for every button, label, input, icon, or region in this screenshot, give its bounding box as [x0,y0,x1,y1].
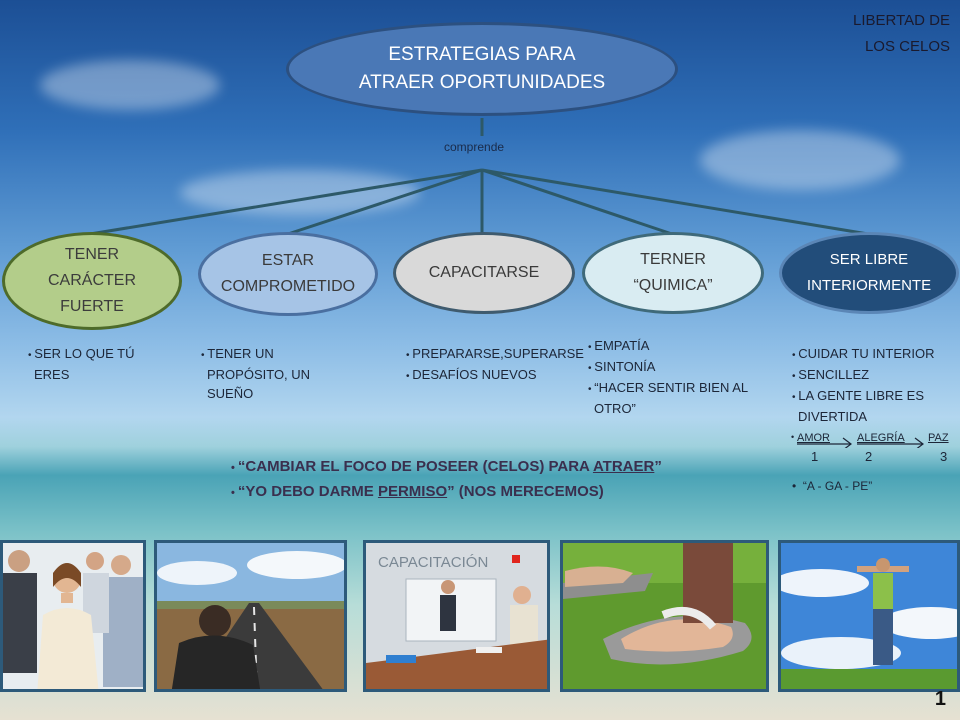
bullet-item: PREPARARSE,SUPERARSE [406,344,586,365]
sequence-number: 3 [940,449,948,464]
bullet-item: CUIDAR TU INTERIOR [792,344,956,365]
node-label: ESTAR COMPROMETIDO [220,252,356,295]
connector-4 [481,168,673,236]
quote-2: “YO DEBO DARME PERMISO” (NOS MERECEMOS) [231,480,662,505]
arrow-head-icon [842,437,852,448]
node-capacitarse: CAPACITARSE [393,232,575,314]
bullets-quimica: EMPATÍA SINTONÍA “HACER SENTIR BIEN AL O… [588,336,768,418]
photo-road-illustration [157,543,344,689]
photo-freedom-illustration [781,543,957,689]
sequence-arrows [797,437,924,448]
bullet-dot: • [792,479,803,493]
central-node-label: ESTRATEGIAS PARA ATRAER OPORTUNIDADES [358,44,606,93]
bullets-comprometido: TENER UN PROPÓSITO, UN SUEÑO [201,344,351,403]
bullet-item: DESAFÍOS NUEVOS [406,365,586,386]
bullets-capacitarse: PREPARARSE,SUPERARSE DESAFÍOS NUEVOS [406,344,586,386]
photo-freedom [778,540,960,692]
cloud-decoration [180,170,420,215]
photo-caption: CAPACITACIÓN [378,554,488,571]
node-quimica: TERNER “QUIMICA” [582,232,764,314]
quote-1-underlined: ATRAER [592,458,655,475]
bullet-item: “HACER SENTIR BIEN AL OTRO” [588,378,768,418]
connector-2 [287,168,483,236]
node-libre-interiormente: SER LIBRE INTERIORMENTE [779,232,959,314]
bullets-libre: CUIDAR TU INTERIOR SENCILLEZ LA GENTE LI… [792,344,956,426]
slide-topic-line1: LIBERTAD DE [853,12,950,29]
sequence-word: PAZ [928,432,949,444]
bullet-item: EMPATÍA [588,336,768,357]
quote-2-underlined: PERMISO [377,483,448,500]
central-node: ESTRATEGIAS PARA ATRAER OPORTUNIDADES [286,22,678,116]
node-comprometido: ESTAR COMPROMETIDO [198,232,378,316]
arrow-head-icon [914,437,924,448]
sequence-number: 2 [865,449,873,464]
connector-5 [481,168,869,236]
node-label: TENER CARÁCTER FUERTE [47,246,136,315]
photo-business-team-illustration [3,543,143,689]
photo-training: CAPACITACIÓN [363,540,550,692]
photo-sandals-grass [560,540,769,692]
sequence-word: AMOR [797,432,830,444]
photo-business-team [0,540,146,692]
node-label: CAPACITARSE [428,264,540,281]
bullet-item: SINTONÍA [588,357,768,378]
connector-1 [89,168,483,236]
bullet-item: TENER UN PROPÓSITO, UN SUEÑO [201,344,351,403]
connector-label: comprende [444,140,505,154]
photo-road [154,540,347,692]
cloud-decoration [700,130,900,190]
photo-training-illustration: CAPACITACIÓN [366,543,547,689]
slide-topic-line2: LOS CELOS [864,38,950,55]
bullet-dot: • [791,432,795,442]
key-quotes: “CAMBIAR EL FOCO DE POSEER (CELOS) PARA … [231,455,662,505]
cloud-decoration [40,60,220,110]
agape-text: “A - GA - PE” [802,479,873,493]
sequence-number: 1 [811,449,819,464]
node-label: SER LIBRE INTERIORMENTE [806,251,932,294]
photo-sandals-grass-illustration [563,543,766,689]
node-caracter-fuerte: TENER CARÁCTER FUERTE [2,232,182,330]
page-number: 1 [934,688,946,710]
bullet-item: SENCILLEZ [792,365,956,386]
node-label: TERNER “QUIMICA” [633,251,713,294]
agape-bullet: • “A - GA - PE” [792,479,872,493]
sequence-word: ALEGRÍA [857,432,905,444]
slide-topic: LIBERTAD DE LOS CELOS [853,8,950,60]
bullets-caracter: SER LO QUE TÚ ERES [28,344,168,384]
bullet-item: SER LO QUE TÚ ERES [28,344,168,384]
quote-1: “CAMBIAR EL FOCO DE POSEER (CELOS) PARA … [231,455,662,480]
bullet-item: LA GENTE LIBRE ES DIVERTIDA [792,386,956,426]
